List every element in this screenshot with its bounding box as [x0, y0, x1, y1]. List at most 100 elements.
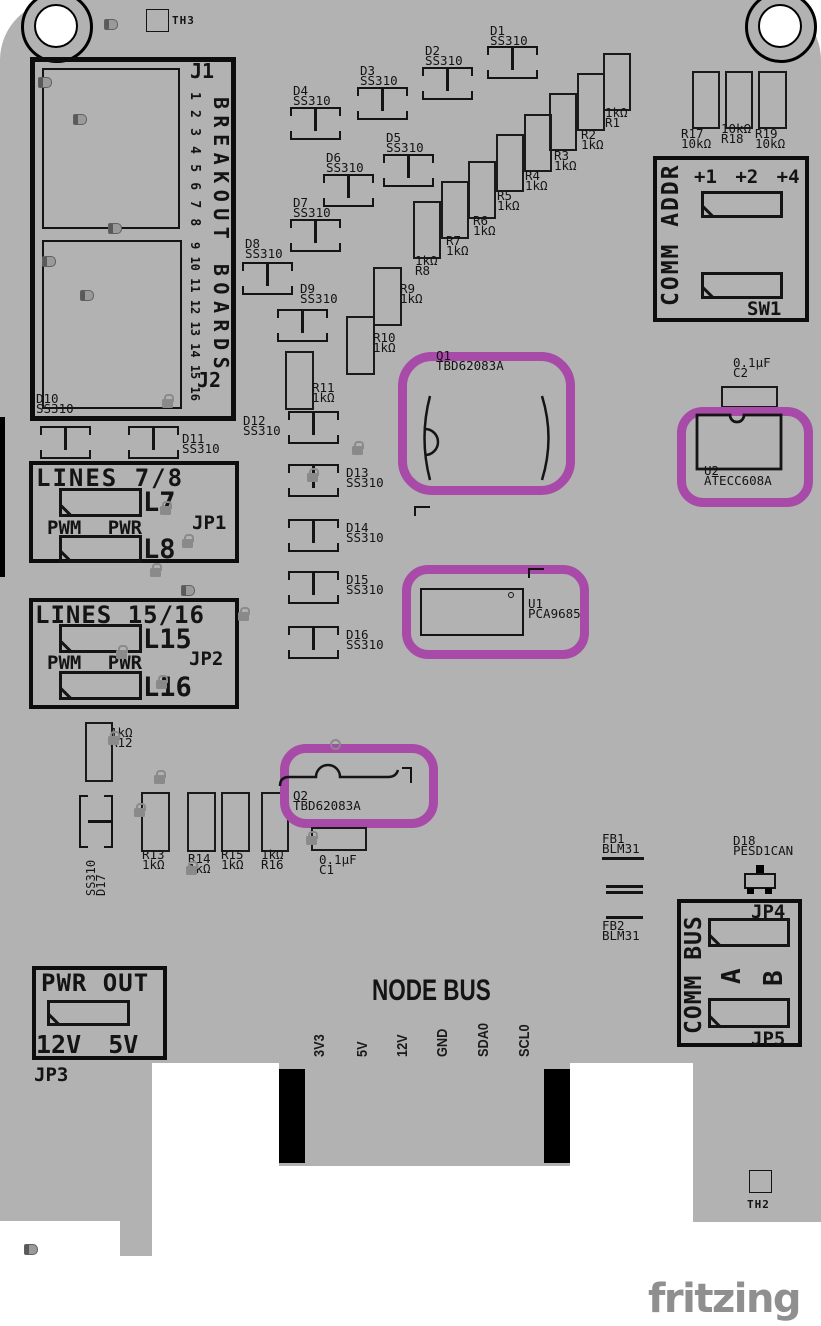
board-center-tab[interactable]: [279, 1063, 570, 1166]
part-edge-line: [0, 417, 5, 577]
l16-jumper-pad[interactable]: [59, 671, 142, 700]
resistor-footprint-r19[interactable]: [758, 71, 787, 129]
l15-jumper-pad[interactable]: [59, 624, 142, 653]
board-left-leg[interactable]: [0, 1063, 152, 1221]
edge-connector-bar-right[interactable]: [544, 1069, 570, 1163]
fb-bead-line-1[interactable]: [606, 885, 643, 888]
q2-ic-outline: [278, 763, 400, 787]
diode-footprint-d12[interactable]: [288, 411, 339, 444]
resistor-footprint-r3[interactable]: [549, 93, 577, 151]
board-left-foot[interactable]: [120, 1221, 152, 1256]
board-main[interactable]: [0, 0, 821, 1063]
d18-bottom-tab-2: [765, 888, 772, 894]
comm-bus-box[interactable]: [677, 899, 802, 1047]
board-right-leg[interactable]: [693, 1063, 821, 1222]
resistor-footprint-r17[interactable]: [692, 71, 720, 129]
q2-highlight[interactable]: [280, 744, 438, 828]
diode-footprint-d3[interactable]: [357, 87, 408, 120]
jp1-label: JP1: [192, 512, 227, 534]
diode-footprint-d5[interactable]: [383, 154, 434, 187]
th3-pad[interactable]: [146, 9, 169, 32]
resistor-footprint-r1[interactable]: [603, 53, 631, 111]
diode-footprint-d10[interactable]: [40, 426, 91, 459]
diode-footprint-d4[interactable]: [290, 107, 341, 140]
th2-pad[interactable]: [749, 1170, 772, 1193]
lock-icon: [150, 563, 162, 577]
lock-ring-icon: [330, 739, 341, 750]
l7-jumper-pad[interactable]: [59, 488, 142, 517]
c2-footprint[interactable]: [721, 386, 778, 408]
resistor-footprint-r11[interactable]: [285, 351, 314, 410]
diode-footprint-d8[interactable]: [242, 262, 293, 295]
resistor-footprint-r2[interactable]: [577, 73, 605, 131]
comm-bus-b-pad[interactable]: [708, 998, 790, 1028]
node-bus-pin-12v: 12V: [394, 1034, 411, 1057]
resistor-footprint-r9[interactable]: [373, 267, 402, 326]
d18-body[interactable]: [744, 873, 776, 889]
resistor-footprint-r16[interactable]: [261, 792, 289, 852]
lock-icon: [162, 394, 174, 408]
resistor-footprint-r14[interactable]: [187, 792, 216, 852]
resistor-footprint-r7[interactable]: [441, 181, 469, 239]
comm-bus-title: COMM BUS: [681, 915, 707, 1034]
fb2-pad-line[interactable]: [606, 916, 643, 919]
u1-ic-outline[interactable]: [420, 588, 524, 636]
diode-footprint-d15[interactable]: [288, 571, 339, 604]
breakout-boards-title: BREAKOUT BOARDS: [209, 97, 233, 376]
comm-addr-box[interactable]: [653, 156, 809, 322]
pwr-out-title: PWR OUT: [41, 969, 150, 997]
resistor-footprint-r6[interactable]: [468, 161, 496, 219]
resistor-footprint-r4[interactable]: [524, 114, 552, 172]
l8-jumper-pad[interactable]: [59, 535, 142, 563]
resistor-footprint-r15[interactable]: [221, 792, 250, 852]
diode-footprint-d7[interactable]: [290, 219, 341, 252]
breakout-j1-socket[interactable]: [42, 68, 180, 229]
diode-footprint-d6[interactable]: [323, 174, 374, 207]
breakout-j2-socket[interactable]: [42, 240, 182, 409]
diode-footprint-d16[interactable]: [288, 626, 339, 659]
diode-footprint-d17[interactable]: [79, 795, 113, 848]
j2-label: J2: [197, 368, 222, 392]
pwr-out-box[interactable]: [32, 966, 167, 1060]
diode-footprint-d11[interactable]: [128, 426, 179, 459]
comm-bus-a-label: A: [717, 968, 747, 984]
comm-bus-a-pad[interactable]: [708, 918, 790, 947]
resistor-footprint-r10[interactable]: [346, 316, 375, 375]
resistor-footprint-r12[interactable]: [85, 722, 113, 782]
resistor-footprint-r18[interactable]: [725, 71, 753, 129]
u1-highlight[interactable]: [402, 565, 589, 659]
comm-addr-switch-pad-1[interactable]: [701, 191, 783, 218]
q1-highlight[interactable]: [398, 352, 575, 495]
c1-footprint[interactable]: [311, 827, 367, 851]
resistor-footprint-r13[interactable]: [141, 792, 170, 852]
lines-15-16-box[interactable]: [29, 598, 239, 709]
diode-footprint-d9[interactable]: [277, 309, 328, 342]
comm-addr-switch-pad-2[interactable]: [701, 272, 783, 299]
diode-footprint-d14[interactable]: [288, 519, 339, 552]
lock-icon: [307, 468, 319, 482]
diode-footprint-d1[interactable]: [487, 46, 538, 79]
comm-addr-bits: +1 +2 +4: [694, 166, 800, 188]
pwr-out-jumper-pad[interactable]: [47, 1000, 130, 1026]
pad-icon: [42, 256, 56, 267]
edge-connector-bar-left[interactable]: [279, 1069, 305, 1163]
u2-highlight[interactable]: [677, 407, 813, 507]
resistor-footprint-r8[interactable]: [413, 201, 441, 259]
resistor-footprint-r5[interactable]: [496, 134, 524, 192]
fb1-pad-line[interactable]: [602, 857, 644, 860]
diode-footprint-d2[interactable]: [422, 67, 473, 100]
fb-bead-line-2[interactable]: [606, 891, 643, 894]
breakout-boards-box[interactable]: [30, 57, 236, 421]
lock-icon: [154, 770, 166, 784]
breakout-pins-1-8: 1 2 3 4 5 6 7 8: [187, 92, 202, 228]
